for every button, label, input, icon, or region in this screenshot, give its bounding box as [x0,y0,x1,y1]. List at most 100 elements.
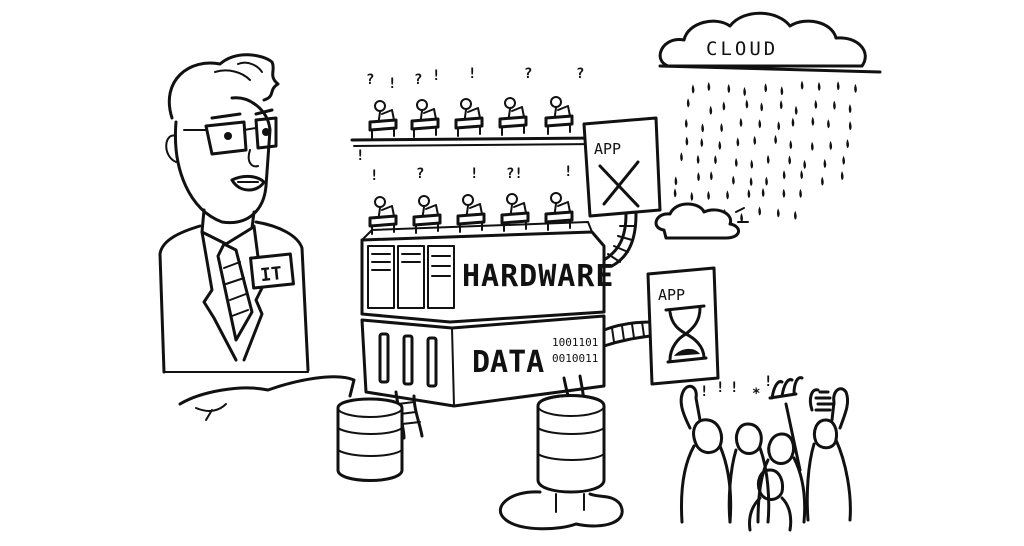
raindrop [750,159,754,169]
cloud: CLOUD [658,11,882,74]
raindrop [720,123,723,133]
reaction-mark: ? [366,72,374,88]
worker-figure [410,99,440,138]
app-top-label: APP [594,140,621,158]
raindrop [829,140,833,150]
raindrop [791,117,795,127]
reaction-mark: ! [370,168,378,184]
it-badge-label: IT [259,263,283,286]
raindrop [800,80,804,90]
raindrop [700,137,704,147]
data-label: DATA [472,345,544,380]
raindrop [673,188,677,198]
raindrop [842,155,846,165]
raindrop [701,123,704,133]
cloud-label: CLOUD [706,38,778,60]
angry-crowd: !!!*! [679,374,852,532]
worker-figure [412,195,442,234]
reaction-mark: ? [524,66,532,82]
raindrop [782,170,786,180]
raindrop [732,175,735,185]
raindrop [854,83,857,93]
cross-icon [598,160,640,208]
raindrop [709,171,713,181]
raindrop [685,136,689,146]
right-leg-barrel [498,374,624,531]
raindrop [722,101,726,111]
reaction-mark: ! [764,374,772,390]
reaction-mark: ! [356,148,364,164]
raindrop [823,158,827,168]
reaction-mark: ! [468,66,476,82]
raindrop [686,98,690,108]
left-leg-barrel [336,390,424,482]
raindrop [794,105,798,115]
raindrop [810,141,814,151]
raindrop [761,188,765,198]
hardware-box: HARDWARE [360,221,615,324]
raindrop [758,119,762,129]
raindrop [718,140,722,150]
raindrop [766,154,770,164]
raindrop [780,86,784,96]
raindrop [848,121,852,131]
raindrop [803,159,807,169]
raindrop [745,99,749,109]
app-panel-loading: APP [646,266,720,386]
raindrop [774,135,777,145]
raindrop [782,188,786,198]
raindrop [743,87,746,97]
raindrop [691,84,695,94]
raindrop [726,190,729,200]
reaction-mark: ! [564,164,572,180]
raindrop [794,210,797,220]
rain [670,80,857,223]
raindrop [684,118,688,128]
raindrop [747,189,751,199]
data-box: DATA 1001101 0010011 [360,314,606,408]
raindrop [800,170,803,180]
reaction-mark: ?! [506,166,523,182]
app-panel-crashed: APP [582,116,662,218]
raindrop [779,100,783,110]
raindrop [714,155,717,165]
worker-figure [544,192,574,231]
raindrop [739,117,743,127]
raindrop [709,105,713,115]
raindrop [749,176,753,186]
raindrop [674,176,678,186]
worker-figure [368,196,398,235]
reaction-mark: ! [730,380,738,396]
worker-figure [456,194,486,233]
binary-line-2: 0010011 [552,352,598,365]
raindrop [760,102,764,112]
raindrop [696,154,700,164]
raindrop [846,139,849,149]
raindrop [811,116,815,126]
worker-figure [500,193,530,232]
raindrop [753,135,757,145]
reaction-mark: ! [700,384,708,400]
raindrop [707,81,711,91]
raindrop [848,104,852,114]
raindrop [789,140,793,150]
raindrop [776,208,780,218]
upper-shelf: ?!?!!?? [350,66,602,147]
raindrop [697,172,700,182]
reaction-mark: ! [432,68,440,84]
binary-line-1: 1001101 [552,336,598,349]
lower-shelf: !!?!?!! [356,148,574,235]
raindrop [707,190,710,200]
raindrop [690,191,694,201]
app-bottom-label: APP [658,286,685,304]
raindrop [758,206,761,216]
raindrop [840,171,844,181]
hardware-label: HARDWARE [462,259,615,294]
raindrop [821,176,824,186]
it-person: IT [158,53,310,374]
raindrop [740,213,743,223]
reaction-mark: ? [416,166,424,182]
worker-figure [454,98,484,137]
raindrop [788,155,792,165]
